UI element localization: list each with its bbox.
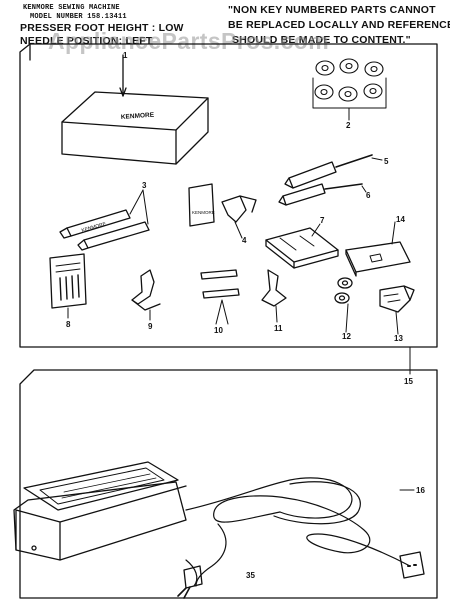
washers bbox=[334, 277, 353, 304]
leader-13 bbox=[395, 311, 399, 335]
callout-3: 3 bbox=[142, 181, 147, 190]
foot-controller bbox=[13, 461, 187, 561]
callout-10: 10 bbox=[214, 326, 223, 335]
callout-2: 2 bbox=[346, 121, 351, 130]
presser-foot-9 bbox=[131, 269, 161, 311]
machine-connector bbox=[399, 551, 425, 579]
foot-control-frame bbox=[19, 369, 438, 599]
leader-4 bbox=[234, 221, 243, 239]
callout-16: 16 bbox=[416, 486, 425, 495]
callout-12: 12 bbox=[342, 332, 351, 341]
accessory-box-label: KENMORE bbox=[121, 112, 155, 121]
note-line3: SHOULD BE MADE TO CONTENT." bbox=[232, 34, 411, 46]
callout-7: 7 bbox=[320, 216, 325, 225]
leader-3a bbox=[129, 189, 144, 215]
leader-5 bbox=[371, 157, 383, 161]
leader-10 bbox=[215, 299, 229, 325]
buttonhole-foot bbox=[265, 227, 339, 269]
two-prong-plug bbox=[177, 565, 203, 599]
header-line2: MODEL NUMBER 158.13411 bbox=[30, 13, 127, 21]
needle-pack bbox=[49, 253, 87, 309]
bobbins-group bbox=[312, 58, 387, 121]
leader-14 bbox=[391, 221, 396, 245]
presser-foot-11 bbox=[261, 269, 287, 307]
callout-15: 15 bbox=[404, 377, 413, 386]
throat-plate bbox=[345, 241, 411, 277]
header-line1: KENMORE SEWING MACHINE bbox=[23, 4, 120, 12]
note-line2: BE REPLACED LOCALLY AND REFERENCE bbox=[228, 19, 450, 31]
callout-11: 11 bbox=[274, 324, 283, 333]
leader-6 bbox=[361, 185, 367, 193]
leader-3b bbox=[142, 189, 149, 225]
leader-1-arrow bbox=[119, 87, 127, 97]
screwdriver-large bbox=[284, 154, 373, 189]
callout-4: 4 bbox=[242, 236, 247, 245]
callout-13: 13 bbox=[394, 334, 403, 343]
screwdriver-small bbox=[278, 183, 363, 206]
callout-9: 9 bbox=[148, 322, 153, 331]
accessory-panel-frame bbox=[19, 43, 438, 348]
spool-pins bbox=[200, 269, 240, 299]
callout-5: 5 bbox=[384, 157, 389, 166]
special-foot-13 bbox=[379, 285, 415, 313]
callout-35: 35 bbox=[246, 571, 255, 580]
hemmer-foot-package: KENMORE bbox=[188, 183, 257, 227]
leader-7 bbox=[311, 223, 321, 237]
seam-ripper-pens: KENMORE bbox=[59, 209, 150, 251]
callout-14: 14 bbox=[396, 215, 405, 224]
leader-12 bbox=[345, 303, 349, 333]
hemmer-package-label: KENMORE bbox=[192, 210, 215, 215]
power-cord bbox=[185, 477, 411, 587]
header-line3: PRESSER FOOT HEIGHT : LOW bbox=[20, 22, 184, 34]
callout-8: 8 bbox=[66, 320, 71, 329]
callout-1: 1 bbox=[123, 51, 128, 60]
callout-6: 6 bbox=[366, 191, 371, 200]
leader-11 bbox=[275, 305, 278, 323]
note-line1: "NON KEY NUMBERED PARTS CANNOT bbox=[228, 4, 436, 16]
accessory-box: KENMORE bbox=[61, 91, 209, 165]
